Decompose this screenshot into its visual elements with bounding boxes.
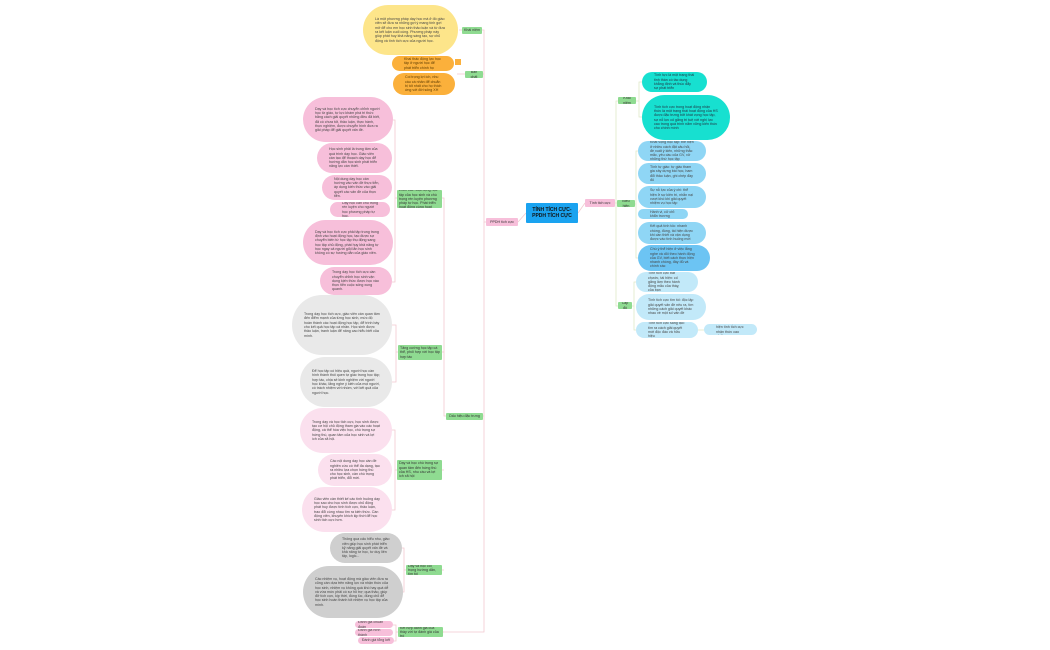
branch-tinh-tich-cuc[interactable]: Tính tích cực [585,199,615,207]
label-khai-niem-left[interactable]: Khái niệm [462,27,482,34]
label-cap-do[interactable]: Cấp độ [618,302,632,309]
label-khai-niem-right[interactable]: Khái niệm [618,97,636,104]
central-topic[interactable]: TÍNH TÍCH CỰC-PPDH TÍCH CỰC [526,203,578,223]
feature-node[interactable]: Dạy và học tích cực phải tập trung trong… [303,220,393,265]
manifestation-node[interactable]: Hành vi, cử chỉ: khẩn trương [638,209,688,219]
manifestation-node[interactable]: Kết quả tính tốc: nhanh chóng, đúng, tái… [638,222,706,244]
group-label[interactable]: Tăng cường học tập cá thể, phối hợp với … [398,345,442,360]
feature-node[interactable]: Để học tập có hiệu quả, người học cần hì… [300,357,392,407]
feature-node[interactable]: Dạy và học tích cực chuyển chỉnh người h… [303,97,393,142]
group-label[interactable]: Kết hợp đánh giá của thầy với tự đánh gi… [398,627,443,637]
level-note-node[interactable]: Là mức độ biểu hiện tính tích cực nhận t… [704,324,757,335]
collapse-marker-icon[interactable] [455,59,461,65]
level-node[interactable]: Tính tích cực bắt chước, tái hiện: cố gắ… [636,272,698,292]
group-label[interactable]: Dạy và học thông qua tổ chức các hoạt độ… [397,190,442,208]
label-ban-chat[interactable]: Bản chất [465,71,483,78]
manifestation-node[interactable]: Tính tự giác: tự giác tham gia xây dựng … [638,163,706,184]
concept-node[interactable]: Tính tích cực trong hoạt động nhận thức … [642,95,730,140]
group-label[interactable]: Dạy và học coi trọng hướng dẫn, tìm tòi [406,565,442,575]
manifestation-node[interactable]: Chú ý thể hiện ở việc lắng nghe và dõi t… [638,245,710,271]
concept-node[interactable]: Tính tực là một trạng thái tinh thần có … [642,72,707,92]
group-label[interactable]: Dạy và học chú trọng sự quan tâm đến hứn… [397,460,442,480]
ppdh-definition-node[interactable]: Là một phương pháp dạy học mà ở đó giáo … [363,5,458,55]
assessment-node[interactable]: Đánh giá hình thành [355,629,393,636]
assessment-node[interactable]: Đánh giá chuẩn đoán [355,621,393,628]
branch-ppdh-tich-cuc[interactable]: PPDH tích cực [486,218,518,226]
feature-node[interactable]: Các nhiệm vụ, hoạt động mà giáo viên đưa… [303,566,403,618]
manifestation-node[interactable]: Sự nỗ lực của ý chí: thể hiện ở sự kiên … [638,186,706,208]
feature-node[interactable]: Trong dạy học tích cực cần chuyển chỉnh … [320,267,392,295]
feature-node[interactable]: Trong dạy và học tích cực, học sinh được… [300,408,392,453]
level-node[interactable]: Tính tích cực tìm tòi: độc lập giải quyế… [636,294,706,320]
manifestation-node[interactable]: Khát vọng học tập: thể hiện ở nhiều cách… [638,141,706,161]
label-bieu-hien[interactable]: Biểu hiện [617,200,635,207]
level-node[interactable]: Tính tích cực sáng tạo: tìm ra cách giải… [636,322,698,338]
ban-chat-node[interactable]: Khai thác động lực học tập ở người học đ… [392,56,454,71]
ban-chat-node[interactable]: Coi trọng lợi ích, nhu cầu cá nhân để ch… [393,73,455,95]
feature-node[interactable]: Thông qua cấu hiểu nhu, giáo viên giúp h… [330,533,402,563]
assessment-node[interactable]: Đánh giá tổng kết [358,637,394,644]
feature-node[interactable]: Trong dạy học tích cực, giáo viên cần qu… [292,295,392,355]
feature-node[interactable]: Dạy học cần chú trọng rèn luyện cho ngườ… [330,202,390,217]
feature-node[interactable]: Học sinh phải là trung tâm của quá trình… [317,143,392,173]
feature-node[interactable]: Giáo viên cần thiết kế các tình huống dạ… [302,487,392,532]
feature-node[interactable]: Các nội dung dạy học cần đề nghiên cứu c… [318,454,392,486]
label-dau-hieu-dac-trung[interactable]: Dấu hiệu đặc trưng [446,413,483,420]
feature-node[interactable]: Nội dung dạy học cần hướng vào vấn đề th… [322,175,392,200]
